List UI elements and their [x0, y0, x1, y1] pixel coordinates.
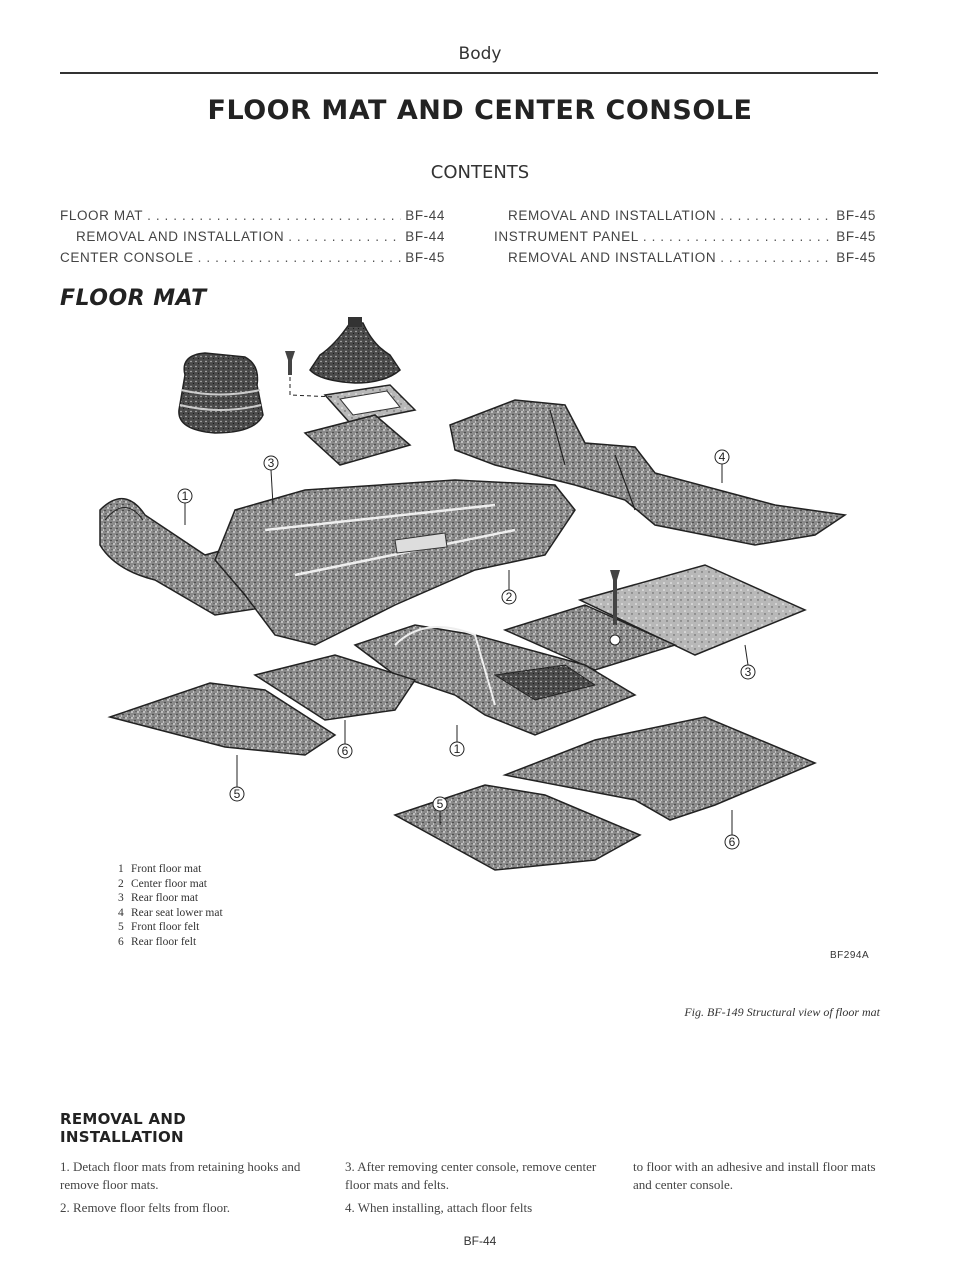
svg-text:5: 5 [437, 797, 444, 811]
paragraph: 2. Remove floor felts from floor. [60, 1200, 231, 1215]
shift-boot-right [309, 317, 401, 384]
rear-floor-felt-right [502, 716, 817, 821]
toc-entry-page: BF-44 [405, 208, 445, 223]
front-floor-felt-left [107, 682, 337, 756]
toc-entry: FLOOR MAT BF-44 [60, 208, 445, 223]
toc-entry-page: BF-45 [836, 229, 876, 244]
running-header: Body [458, 44, 502, 64]
toc-entry-page: BF-45 [836, 208, 876, 223]
svg-text:6: 6 [342, 744, 349, 758]
figure-code: BF294A [830, 950, 870, 961]
body-column-3: to floor with an adhesive and install fl… [633, 1158, 888, 1199]
callout-1: 1 [177, 488, 193, 525]
toc-entry-label: FLOOR MAT [60, 208, 144, 223]
toc-entry-page: BF-45 [836, 250, 876, 265]
toc-entry: REMOVAL AND INSTALLATION BF-44 [76, 229, 445, 244]
callout-6-upper: 6 [337, 720, 353, 759]
page-number: BF-44 [463, 1234, 497, 1248]
toc-entry-label: REMOVAL AND INSTALLATION [76, 229, 285, 244]
paragraph: 3. After removing center console, remove… [345, 1159, 597, 1192]
svg-text:3: 3 [745, 665, 752, 679]
toc-leader [288, 229, 401, 244]
toc-entry-page: BF-45 [405, 250, 445, 265]
rear-floor-felt-center [253, 654, 417, 721]
toc-entry-label: REMOVAL AND INSTALLATION [508, 208, 717, 223]
svg-text:6: 6 [729, 835, 736, 849]
front-floor-felt-right [393, 784, 642, 871]
body-column-2: 3. After removing center console, remove… [345, 1158, 600, 1222]
subsection-heading: REMOVAL AND INSTALLATION [60, 1110, 186, 1146]
paragraph: 4. When installing, attach floor felts [345, 1200, 533, 1215]
svg-text:3: 3 [268, 456, 275, 470]
figure-caption: Fig. BF-149 Structural view of floor mat [684, 1005, 880, 1019]
svg-text:1: 1 [454, 742, 461, 756]
contents-title: CONTENTS [430, 162, 530, 183]
floor-mat-exploded-diagram: 1 3 4 2 3 6 1 [99, 317, 848, 871]
toc-entry: CENTER CONSOLE BF-45 [60, 250, 445, 265]
callout-2: 2 [501, 570, 517, 605]
callout-3: 3 [263, 455, 279, 506]
toc-entry-label: CENTER CONSOLE [60, 250, 194, 265]
paragraph: 1. Detach floor mats from retaining hook… [60, 1159, 301, 1192]
toc-entry: REMOVAL AND INSTALLATION BF-45 [508, 250, 876, 265]
svg-text:1: 1 [182, 489, 189, 503]
callout-3-rear: 3 [740, 644, 756, 680]
callout-5-lower: 5 [432, 796, 448, 825]
svg-text:2: 2 [506, 590, 513, 604]
svg-text:4: 4 [719, 450, 726, 464]
screw [285, 351, 336, 398]
paragraph: to floor with an adhesive and install fl… [633, 1159, 876, 1192]
callout-4: 4 [714, 449, 730, 483]
rear-floor-mat-left [353, 624, 637, 736]
toc-leader [720, 208, 832, 223]
toc-entry-page: BF-44 [405, 229, 445, 244]
toc-leader [720, 250, 832, 265]
header-rule [60, 72, 878, 74]
callout-1-lower: 1 [449, 725, 465, 757]
shift-boot-left [178, 352, 264, 434]
toc-entry-label: REMOVAL AND INSTALLATION [508, 250, 717, 265]
toc-entry: INSTRUMENT PANEL BF-45 [494, 229, 876, 244]
toc-leader [643, 229, 832, 244]
svg-text:5: 5 [234, 787, 241, 801]
boot-retainer [303, 384, 417, 466]
callout-5-upper: 5 [229, 755, 245, 802]
toc-leader [147, 208, 401, 223]
rear-seat-lower-mat [449, 399, 848, 546]
callout-6-lower: 6 [724, 810, 740, 850]
page-title: FLOOR MAT AND CENTER CONSOLE [207, 95, 753, 126]
section-heading: FLOOR MAT [60, 286, 207, 311]
center-floor-mat [214, 479, 576, 646]
toc-entry-label: INSTRUMENT PANEL [494, 229, 639, 244]
rear-floor-mat-right [502, 564, 807, 671]
toc-entry: REMOVAL AND INSTALLATION BF-45 [508, 208, 876, 223]
toc-leader [198, 250, 402, 265]
callouts: 1 3 4 2 3 6 1 [177, 449, 756, 850]
body-column-1: 1. Detach floor mats from retaining hook… [60, 1158, 315, 1222]
